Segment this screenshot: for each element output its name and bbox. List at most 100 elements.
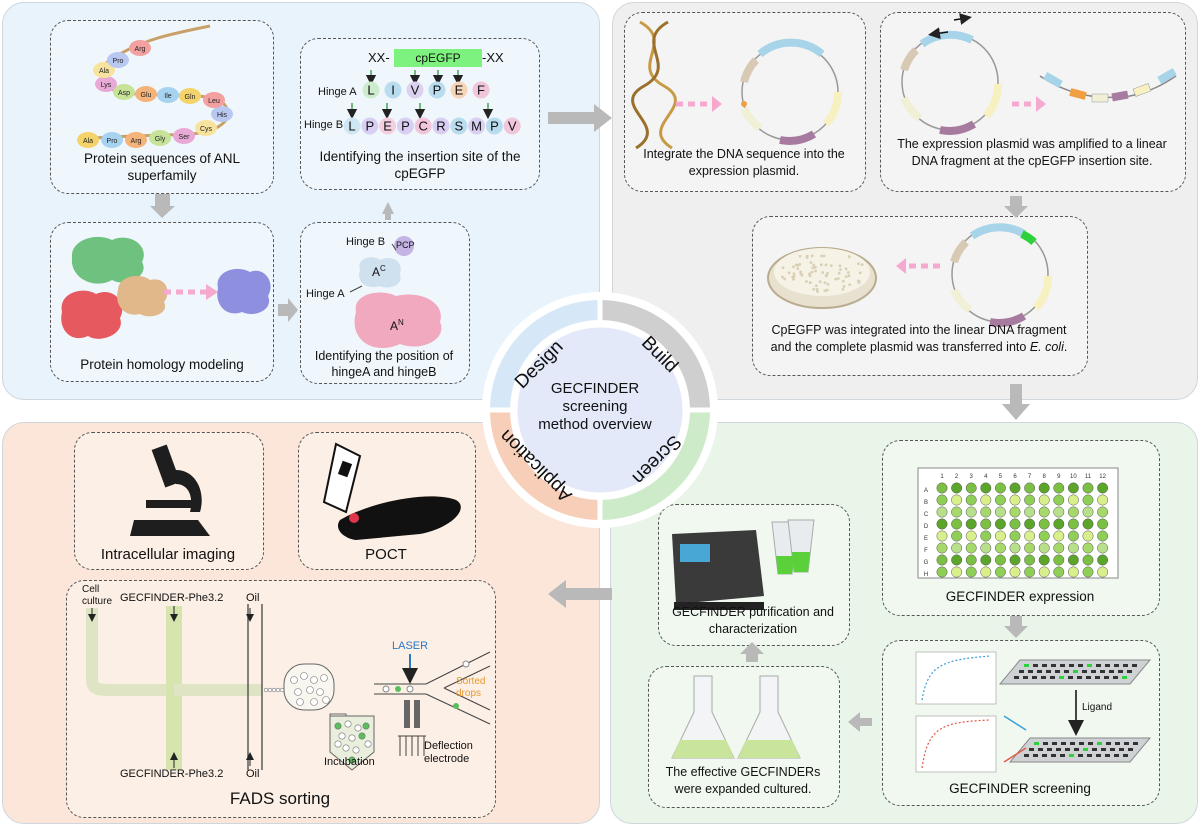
cpegfp-label: cpEGFP [415,51,461,65]
plate-well [951,566,963,578]
plasmid-1 [740,38,843,145]
cell-culture-label: Cell culture [82,584,113,607]
plate-well [1009,494,1021,506]
plate-well [1053,482,1065,494]
plate-well [965,518,977,530]
plate-well [1097,566,1109,578]
plate-well [980,494,992,506]
plate-well [1024,482,1036,494]
plate-well [965,494,977,506]
plate-well [1097,494,1109,506]
caption-insertion: Identifying the insertion site of the cp… [319,149,521,181]
plate-well [1082,530,1094,542]
culture-flasks [671,675,801,759]
card-protein-seq [50,20,274,194]
hinge-residue-letter: E [383,119,392,134]
hinge-b-label: Hinge B [304,119,344,131]
plate-well [1067,554,1079,566]
oil-top-label: Oil [246,592,260,604]
caption-transfer: CpEGFP was integrated into the linear DN… [770,323,1068,354]
center-wheel [482,292,718,528]
plate-row-label: F [924,548,928,554]
plate-well [1053,566,1065,578]
residue-bead [149,130,171,146]
plate-well [951,554,963,566]
plate-well [936,518,948,530]
ligand-label: Ligand [1082,702,1113,713]
fads-chip [86,604,491,771]
hinge-residue [450,81,468,99]
plate-well [965,542,977,554]
sorted-drops-label: Sorted drops [456,676,486,699]
plate-well [1097,542,1109,554]
hinge-residue-letter: F [477,83,485,98]
plate-col-label: 9 [1057,474,1061,480]
flow-arrows [150,104,1030,732]
plate-col-label: 1 [940,474,944,480]
hinge-residue [414,117,432,135]
plate-well [1024,566,1036,578]
hinge-residue-letter: L [367,83,374,98]
hinge-domains [349,236,442,349]
hinge-residue-letter: E [455,83,464,98]
plate-well [951,518,963,530]
plate-well [1067,482,1079,494]
residue-label: Arg [131,138,142,145]
plate-well [1009,482,1021,494]
ac-label: AC [372,264,386,279]
plate-col-label: 7 [1028,474,1032,480]
laser-label: LASER [392,640,429,652]
plate-well [936,530,948,542]
linear-fragment [1039,68,1177,103]
plate-row-label: A [924,488,928,494]
plate-well [1038,506,1050,518]
hinge-residue [362,81,380,99]
plate-well [936,542,948,554]
insertion-prefix: XX- [368,50,390,65]
hinge-residue [485,117,503,135]
plate-well [1009,506,1021,518]
plate-well [994,542,1006,554]
caption-expanded: The effective GECFINDERs were expanded c… [665,765,821,796]
residue-bead [113,84,135,100]
plate-well [951,530,963,542]
plate-well [980,482,992,494]
residue-label: Gln [185,94,196,101]
hinge-residue [396,117,414,135]
plate-well [1067,494,1079,506]
plate-well [1009,518,1021,530]
plate-well [1024,554,1036,566]
oil-bottom-label: Oil [246,768,260,780]
residue-bead [101,132,123,148]
plate-well [1097,554,1109,566]
plate-well [1009,554,1021,566]
an-label: AN [390,318,404,333]
segment-build-arc [600,300,710,410]
plate-col-label: 11 [1085,474,1092,480]
residue-bead [135,86,157,102]
residue-bead [195,120,217,136]
hinge-residue-letter: P [365,119,374,134]
plate-row-label: H [924,572,928,578]
caption-poct: POCT [365,546,407,563]
caption-purification: GECFINDER purification and characterizat… [672,605,834,636]
plate-row-label: E [924,536,928,542]
residue-label: Arg [135,46,146,53]
petri-dish [767,247,877,309]
plate-well [1067,542,1079,554]
segment-application-arc [490,410,600,520]
plate-well [1067,518,1079,530]
hinge-residue [432,117,450,135]
plate-well [1053,518,1065,530]
caption-imaging: Intracellular imaging [100,546,236,563]
plate-well [1009,530,1021,542]
plate-well [994,530,1006,542]
plate-well [1024,506,1036,518]
caption-hinge-position: Identifying the position of hingeA and h… [314,349,454,379]
residue-label: Cys [200,126,213,133]
plate-well [951,482,963,494]
screening-plots [915,651,1152,773]
